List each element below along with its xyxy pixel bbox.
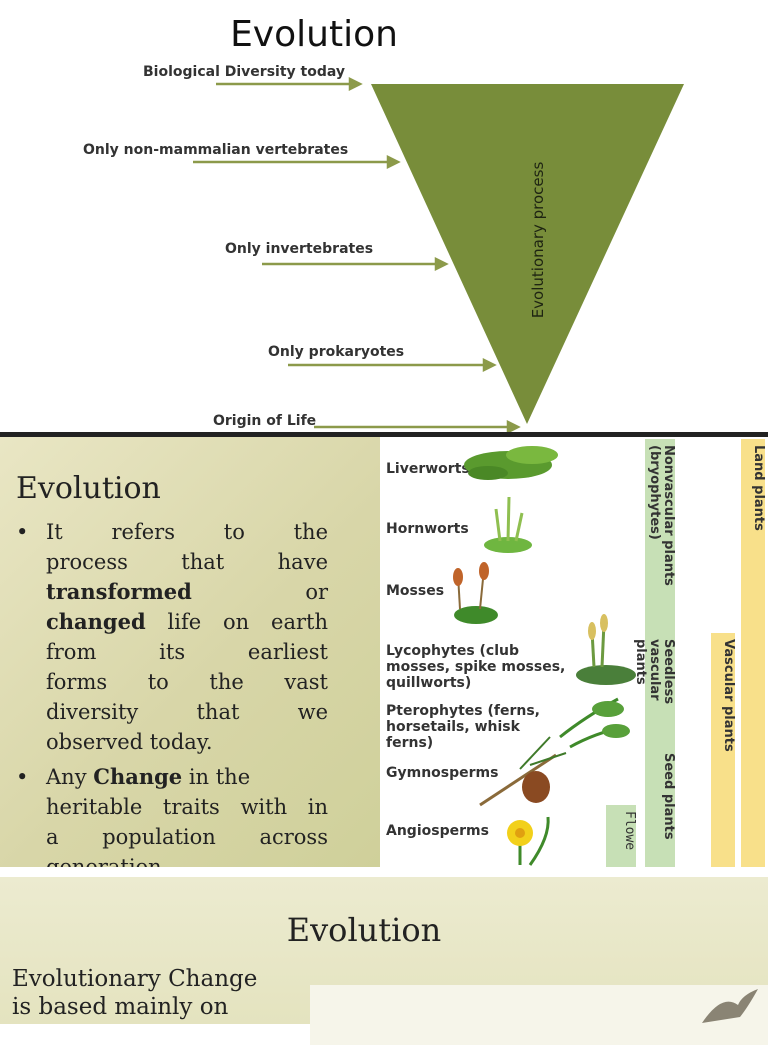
group-land-plants: Land plants: [741, 439, 766, 867]
bold-word: transformed: [46, 579, 192, 604]
text-line: observed today.: [46, 730, 213, 754]
section-gap: [0, 867, 768, 877]
text-line: Any Change in the: [46, 762, 328, 792]
group-seedless-vascular: Seedless vascular plants: [633, 633, 676, 747]
diagram-title: Evolution: [230, 14, 398, 55]
triangle-label: Evolutionary process: [529, 162, 547, 319]
level-arrow-head: [348, 76, 363, 92]
plant-label: Gymnosperms: [386, 765, 499, 781]
bullet-paragraph: • Any Change in the heritable traits wit…: [16, 762, 328, 867]
level-arrow-head: [506, 419, 521, 432]
moss-icon: [453, 562, 498, 624]
group-flowering: Flowe: [606, 805, 637, 867]
text-line: heritable traits with in: [46, 795, 328, 819]
text-line: generation: [46, 855, 162, 867]
level-label: Origin of Life: [213, 413, 317, 429]
slide-title: Evolution: [16, 471, 161, 506]
level-label: Only invertebrates: [225, 241, 374, 257]
text-line: forms to the vast: [46, 670, 328, 694]
level-arrow-head: [386, 154, 401, 170]
slide-text: Evolutionary Change is based mainly on: [12, 965, 312, 1021]
level-label: Biological Diversity today: [143, 64, 345, 80]
text-line: Evolutionary Change: [12, 966, 258, 992]
liverwort-icon: [464, 446, 558, 480]
lycophyte-icon: [576, 614, 636, 685]
bold-word: changed: [46, 609, 146, 634]
group-seed-plants: Seed plants: [645, 747, 676, 867]
bird-icon: [702, 989, 758, 1023]
fern-icon: [559, 697, 630, 749]
slide-evolution-definition: Evolution • It refers to the process tha…: [0, 437, 380, 867]
group-vascular: Vascular plants: [711, 633, 736, 867]
bullet-paragraph: • It refers to the process that have tra…: [16, 517, 328, 757]
gymnosperm-icon: [479, 736, 567, 807]
level-label: Only non-mammalian vertebrates: [83, 142, 349, 158]
text-line: changed life on earth: [46, 607, 328, 637]
plant-label: Pterophytes (ferns, horsetails, whisk fe…: [386, 703, 540, 751]
slide-title: Evolution: [286, 911, 442, 949]
level-label: Only prokaryotes: [268, 344, 405, 360]
plant-label: Mosses: [386, 583, 445, 599]
text-span: or: [305, 580, 328, 604]
text-line: transformed or: [46, 577, 328, 607]
hornwort-icon: [484, 496, 532, 553]
plant-label: Hornworts: [386, 521, 469, 537]
plant-illustrations: [453, 446, 636, 866]
bullet-icon: •: [16, 765, 29, 789]
bold-word: Change: [93, 764, 183, 789]
text-line: It refers to the: [46, 520, 328, 544]
diagram-graphic: Evolutionary process: [193, 76, 684, 432]
text-span: in the: [182, 765, 251, 789]
angiosperm-icon: [507, 816, 550, 866]
image-panel: [310, 985, 768, 1045]
text-span: life on earth: [145, 610, 328, 634]
plant-label: Lycophytes (club mosses, spike mosses, q…: [386, 643, 566, 691]
level-arrow-head: [482, 357, 497, 373]
plant-classification-chart: Nonvascular plants (bryophytes) Seedless…: [380, 437, 768, 867]
text-line: diversity that we: [46, 700, 328, 724]
section-divider: [0, 432, 768, 437]
slide-evolutionary-change: Evolution Evolutionary Change is based m…: [0, 877, 768, 1045]
level-arrow-head: [434, 256, 449, 272]
evolution-diagram: Evolution Evolutionary process Biologica…: [0, 0, 768, 432]
middle-section: Evolution • It refers to the process tha…: [0, 437, 768, 867]
text-span: Any: [46, 765, 94, 789]
group-nonvascular: Nonvascular plants (bryophytes): [645, 439, 676, 633]
text-line: a population across: [46, 825, 328, 849]
plant-label: Angiosperms: [386, 823, 489, 839]
text-line: process that have: [46, 550, 328, 574]
bullet-icon: •: [16, 520, 29, 544]
plant-label: Liverworts: [386, 461, 470, 477]
text-line: from its earliest: [46, 640, 328, 664]
evolution-triangle: [371, 84, 684, 424]
text-line: is based mainly on: [12, 994, 229, 1020]
